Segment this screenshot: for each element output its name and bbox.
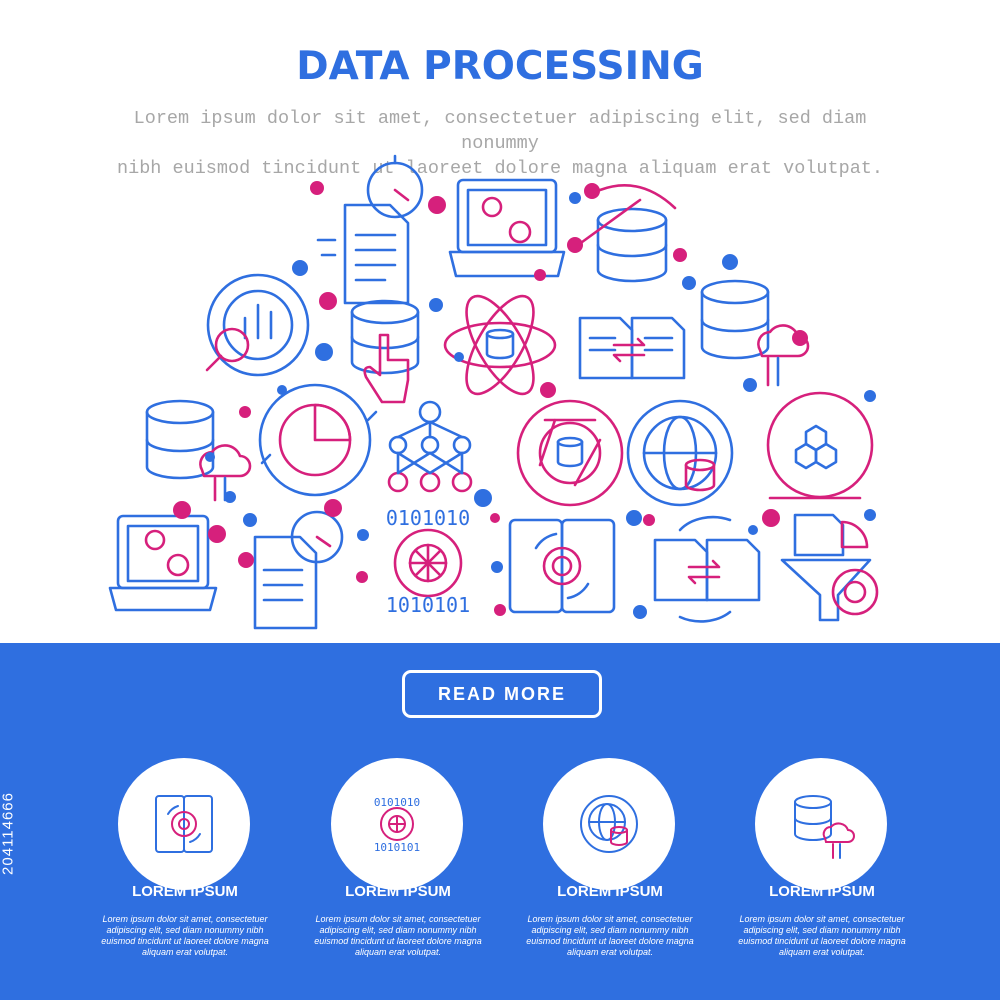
pie-chart-cycle-icon — [258, 383, 378, 497]
feature-icon-circle: 0101010 1010101 — [331, 758, 463, 890]
document-stopwatch-icon — [316, 154, 424, 305]
feature-title: LOREM IPSUM — [769, 883, 875, 900]
binary-text: 0101010 — [374, 796, 420, 809]
feature-title: LOREM IPSUM — [557, 883, 663, 900]
tablets-gear-icon — [155, 795, 213, 853]
laptop-gears-icon — [448, 178, 566, 278]
atom-database-icon — [443, 294, 557, 396]
laptop-gears-small-icon — [108, 514, 218, 612]
funnel-gear-icon — [780, 513, 879, 622]
page-title: DATA PROCESSING — [296, 44, 704, 89]
hero-section: DATA PROCESSING Lorem ipsum dolor sit am… — [100, 44, 900, 630]
database-pickaxe-icon — [576, 184, 677, 283]
feature-icon-circle — [755, 758, 887, 890]
subtitle-line: Lorem ipsum dolor sit amet, consectetuer… — [133, 108, 867, 154]
chart-magnifier-icon — [205, 273, 310, 377]
database-cloud-left-icon — [145, 399, 252, 502]
binary-text: 1010101 — [374, 841, 420, 854]
decorative-dots — [173, 181, 876, 619]
database-cloud-icon — [700, 279, 810, 387]
binary-text-bottom: 1010101 — [386, 593, 470, 617]
file-transfer-cycle-icon — [653, 515, 761, 623]
document-stopwatch-small-icon — [253, 510, 344, 630]
feature-description: Lorem ipsum dolor sit amet, consectetuer… — [314, 914, 482, 957]
feature-title: LOREM IPSUM — [345, 883, 451, 900]
feature-title: LOREM IPSUM — [132, 883, 238, 900]
feature-description: Lorem ipsum dolor sit amet, consectetuer… — [101, 914, 269, 957]
database-hand-icon — [350, 299, 420, 404]
tablets-gear-icon — [508, 518, 616, 614]
binary-text-top: 0101010 — [386, 506, 470, 530]
page-subtitle: Lorem ipsum dolor sit amet, consectetuer… — [100, 106, 900, 181]
hexagon-cycle-icon — [766, 391, 874, 500]
file-transfer-icon — [578, 316, 686, 380]
binary-gear-icon — [393, 528, 463, 598]
feature-icon-circle — [118, 758, 250, 890]
binary-gear-icon: 0101010 1010101 — [374, 796, 420, 854]
side-id-text: 204114666 — [0, 792, 17, 875]
aperture-database-icon — [516, 399, 624, 507]
database-cloud-icon — [794, 795, 855, 859]
feature-icon-circle — [543, 758, 675, 890]
feature-description: Lorem ipsum dolor sit amet, consectetuer… — [526, 914, 694, 957]
network-tree-icon — [387, 400, 473, 493]
feature-description: Lorem ipsum dolor sit amet, consectetuer… — [738, 914, 906, 957]
subtitle-line: nibh euismod tincidunt ut laoreet dolore… — [116, 158, 884, 179]
globe-database-icon — [626, 399, 734, 507]
globe-database-icon — [580, 795, 638, 853]
icon-half-circle-illustration: 0101010 1010101 — [108, 154, 879, 630]
read-more-button[interactable]: READ MORE — [402, 670, 602, 718]
